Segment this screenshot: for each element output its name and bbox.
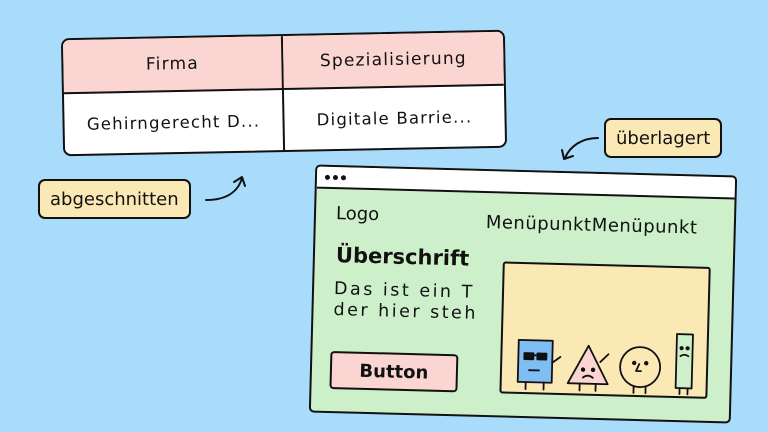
arrow-icon bbox=[561, 149, 574, 160]
browser-titlebar bbox=[316, 166, 736, 200]
table-header-spezialisierung: Spezialisierung bbox=[282, 31, 504, 91]
table-header-firma: Firma bbox=[62, 36, 284, 95]
window-dot-icon bbox=[332, 174, 339, 180]
label-truncated: abgeschnitten bbox=[38, 179, 191, 219]
table-cell-firma: Gehirngerecht D... bbox=[63, 90, 286, 155]
label-overlapped: überlagert bbox=[604, 118, 723, 158]
logo: Logo bbox=[335, 203, 380, 226]
triangle-character-icon bbox=[566, 344, 610, 392]
menu-item[interactable]: Menüpunkt bbox=[591, 214, 698, 239]
window-dot-icon bbox=[324, 174, 331, 180]
overlay-panel bbox=[499, 261, 711, 399]
square-character-icon bbox=[516, 339, 562, 391]
cta-button[interactable]: Button bbox=[329, 350, 459, 393]
characters-illustration bbox=[516, 333, 694, 396]
window-dot-icon bbox=[340, 174, 347, 180]
rectangle-character-icon bbox=[674, 333, 694, 396]
menu-item[interactable]: Menüpunkt bbox=[485, 212, 592, 236]
arrow-icon bbox=[564, 137, 599, 159]
table-cell-spezialisierung: Digitale Barrie... bbox=[316, 106, 473, 129]
browser-window: Logo Menüpunkt Menüpunkt Überschrift Das… bbox=[308, 164, 738, 424]
arrow-icon bbox=[205, 177, 243, 201]
page-heading: Überschrift bbox=[335, 243, 470, 271]
truncated-table: Firma Spezialisierung Gehirngerecht D...… bbox=[60, 29, 508, 157]
circle-character-icon bbox=[619, 346, 662, 395]
arrow-icon bbox=[233, 176, 246, 187]
